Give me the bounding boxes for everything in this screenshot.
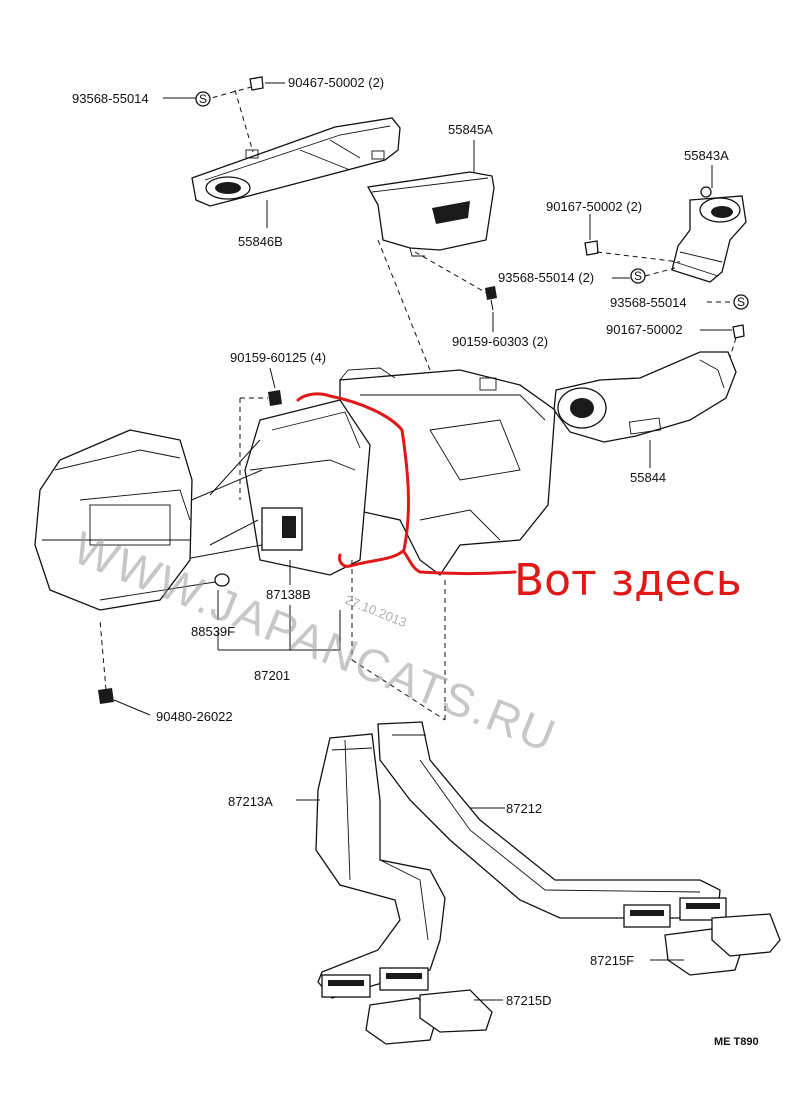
label-90467-50002: 90467-50002 (2) xyxy=(288,75,384,90)
duct-55843A xyxy=(671,195,747,283)
clip-icon: S xyxy=(630,268,646,284)
nozzle-87215F xyxy=(664,913,781,976)
label-87215F: 87215F xyxy=(590,953,634,968)
label-87213A: 87213A xyxy=(228,794,273,809)
label-87201: 87201 xyxy=(254,668,290,683)
screw-icon xyxy=(268,390,282,406)
nut-icon xyxy=(732,324,745,339)
label-87212: 87212 xyxy=(506,801,542,816)
label-93568-55014-a: 93568-55014 xyxy=(72,91,149,106)
vent-55845A xyxy=(366,171,495,257)
duct-87212 xyxy=(377,721,727,928)
nozzle-87215D xyxy=(365,989,493,1045)
label-87138B: 87138B xyxy=(266,587,311,602)
date-stamp: 27.10.2013 xyxy=(343,592,409,630)
leader-93568-a xyxy=(203,85,256,101)
clip-icon: S xyxy=(195,91,211,107)
label-90480-26022: 90480-26022 xyxy=(156,709,233,724)
annotation-text: Вот здесь xyxy=(514,555,742,606)
duct-87213A xyxy=(315,733,446,999)
screw-icon xyxy=(485,286,497,311)
nut-icon xyxy=(98,688,114,704)
label-90167-50002-2: 90167-50002 (2) xyxy=(546,199,642,214)
duct-55846B xyxy=(191,117,401,207)
label-93568-55014-2: 93568-55014 (2) xyxy=(498,270,594,285)
duct-55844 xyxy=(553,351,737,443)
label-90159-60125: 90159-60125 (4) xyxy=(230,350,326,365)
red-highlight xyxy=(296,392,517,575)
label-90159-60303: 90159-60303 (2) xyxy=(452,334,548,349)
sensor-88539F xyxy=(99,573,230,601)
svg-text:S: S xyxy=(737,295,745,309)
heater-unit xyxy=(339,367,556,576)
label-93568-55014-b: 93568-55014 xyxy=(610,295,687,310)
label-87215D: 87215D xyxy=(506,993,552,1008)
label-55845A: 55845A xyxy=(448,122,493,137)
label-90167-50002: 90167-50002 xyxy=(606,322,683,337)
clip-icon: S xyxy=(733,294,749,310)
label-55846B: 55846B xyxy=(238,234,283,249)
label-55843A: 55843A xyxy=(684,148,729,163)
nut-icon xyxy=(249,76,264,91)
nut-icon xyxy=(584,240,599,256)
blower-housing xyxy=(34,429,193,611)
leader-90467 xyxy=(234,89,254,153)
svg-text:S: S xyxy=(634,269,642,283)
label-55844: 55844 xyxy=(630,470,666,485)
diagram-code: ME T890 xyxy=(714,1036,759,1048)
label-88539F: 88539F xyxy=(191,624,235,639)
clip-symbol: S xyxy=(199,92,207,106)
blower-case-87201 xyxy=(179,399,371,576)
